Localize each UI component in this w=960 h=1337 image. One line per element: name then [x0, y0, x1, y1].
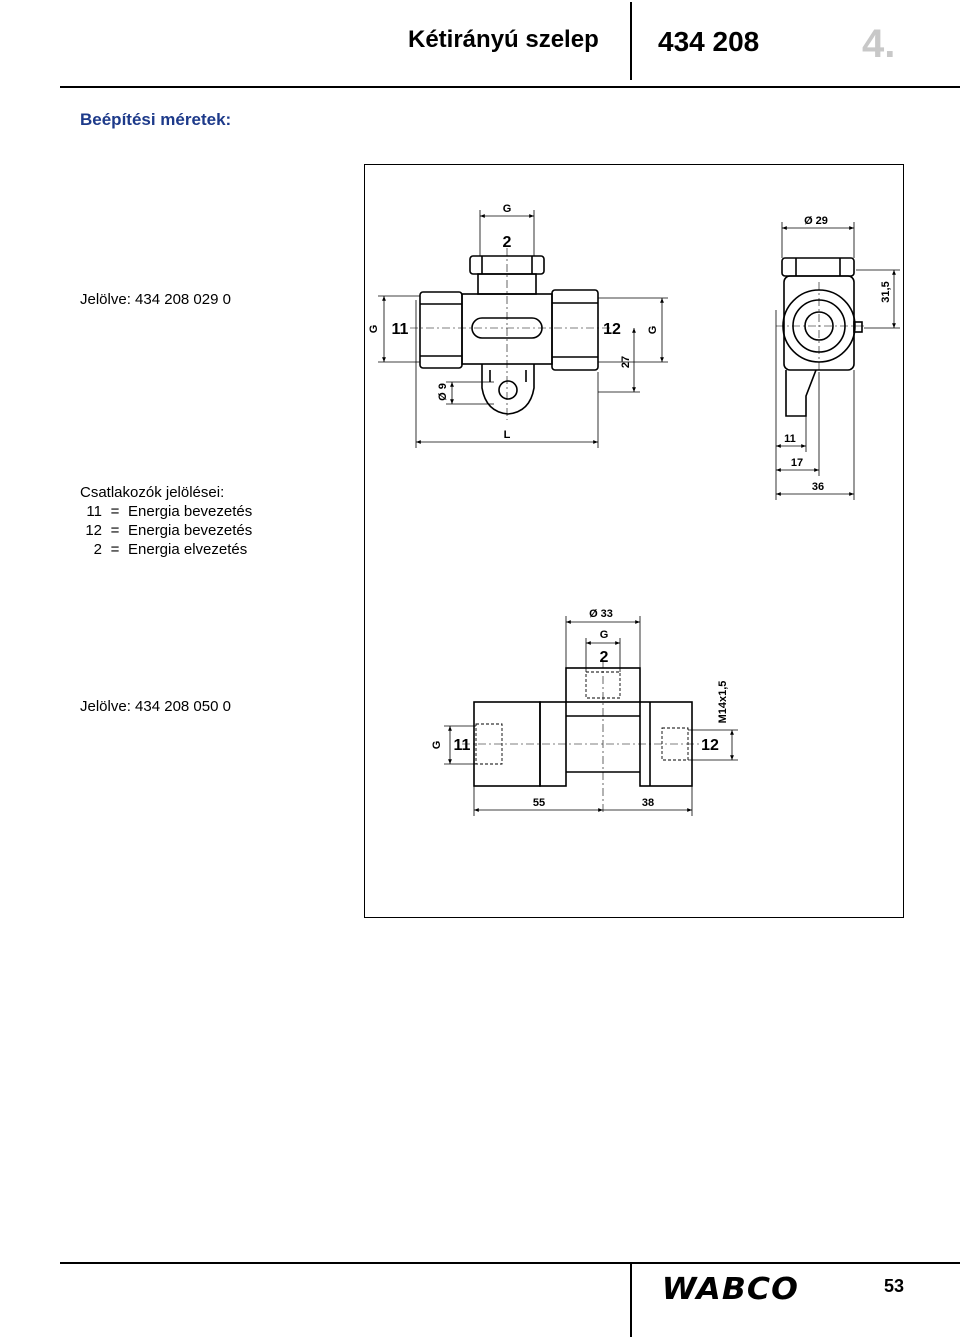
label-g-top-b: G [600, 629, 609, 641]
header-rule [60, 86, 960, 88]
drawing-frame [364, 164, 904, 918]
footer-divider [630, 1262, 632, 1337]
dim-55: 55 [533, 797, 545, 809]
ports-heading: Csatlakozók jelölései: [80, 484, 225, 501]
dim-31-5: 31,5 [880, 281, 892, 302]
equals-sign: = [110, 541, 120, 558]
label-port-2: 2 [503, 234, 512, 251]
dim-17: 17 [791, 457, 803, 469]
chapter-number: 4. [862, 22, 896, 66]
dim-l: L [504, 429, 511, 441]
dim-11: 11 [784, 433, 796, 445]
label-port-12-b: 12 [701, 737, 719, 754]
document-title: Kétirányú szelep [408, 26, 599, 53]
label-g-right: G [647, 326, 659, 335]
variant-a-designation: Jelölve: 434 208 029 0 [80, 291, 231, 308]
thread-label: M14x1,5 [717, 681, 729, 724]
footer-rule [60, 1262, 960, 1264]
port-code: 11 [86, 503, 102, 520]
label-port-2-b: 2 [600, 649, 609, 666]
port-description: Energia bevezetés [128, 522, 253, 539]
legend-item: 2 = Energia elvezetés [80, 541, 248, 558]
variant-b-designation: Jelölve: 434 208 050 0 [80, 698, 231, 715]
label-port-11: 11 [392, 321, 409, 338]
legend-item: 11 = Energia bevezetés [80, 503, 252, 520]
valve-t-body [462, 660, 700, 812]
part-number: 434 208 [658, 26, 760, 57]
header-divider [630, 2, 632, 80]
dim-dia-9: Ø 9 [437, 383, 449, 401]
label-port-12: 12 [603, 321, 621, 338]
port-code: 2 [93, 541, 102, 558]
dim-38: 38 [642, 797, 654, 809]
port-description: Energia elvezetés [128, 541, 248, 558]
port-code: 12 [85, 522, 102, 539]
label-g-left-b: G [431, 741, 443, 750]
section-heading: Beépítési méretek: [80, 110, 232, 129]
label-g-left: G [368, 325, 380, 334]
wabco-logo: WABCO [661, 1272, 799, 1307]
valve-front-view [410, 248, 610, 420]
dim-27: 27 [620, 356, 632, 368]
dim-36: 36 [812, 481, 824, 493]
dim-dia-33: Ø 33 [589, 608, 613, 620]
valve-side-view [776, 257, 866, 417]
dim-dia-29: Ø 29 [804, 215, 828, 227]
equals-sign: = [110, 503, 120, 520]
equals-sign: = [110, 522, 120, 539]
page-number: 53 [884, 1276, 905, 1296]
port-description: Energia bevezetés [128, 503, 253, 520]
label-port-11-b: 11 [454, 737, 471, 754]
label-g-top: G [503, 203, 512, 215]
legend-item: 12 = Energia bevezetés [80, 522, 252, 539]
